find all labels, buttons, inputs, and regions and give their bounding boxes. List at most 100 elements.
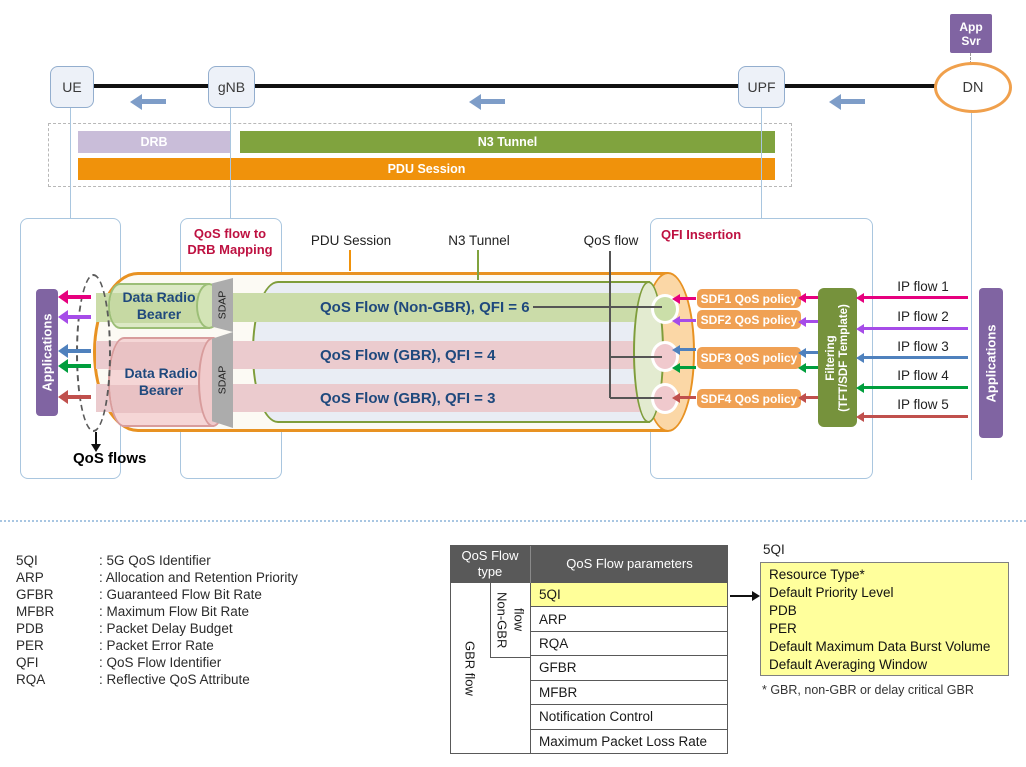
drb-bottom-stripe-1: [110, 342, 212, 370]
5qi-detail-line: Default Maximum Data Burst Volume: [769, 639, 991, 654]
drb-top-text: Data Radio Bearer: [122, 289, 196, 322]
dn-connector-line: [971, 107, 972, 480]
sdf3-label: SDF3 QoS policy: [700, 351, 798, 365]
ue-flow3-arrow: [68, 349, 91, 353]
table-to-5qi-detail-arrow: [730, 595, 752, 597]
qos-flow-label-qfi6: QoS Flow (Non-GBR), QFI = 6: [320, 299, 530, 316]
data-radio-bearer-tube-top: [108, 283, 210, 329]
table-header-parameters: QoS Flow parameters: [530, 545, 728, 583]
legend-term: PER: [16, 638, 44, 653]
qos-flow-pointer-label: QoS flow: [583, 233, 639, 248]
ue-flow5-arrow: [68, 395, 91, 399]
5qi-detail-line: PDB: [769, 603, 797, 618]
legend-row: GFBR : Guaranteed Flow Bit Rate: [16, 587, 298, 604]
appsvr-dn-dashed-line: [970, 53, 971, 64]
sdf3-to-flow-arrow-green: [680, 366, 696, 369]
table-row-rqa: RQA: [531, 631, 728, 657]
legend-term: ARP: [16, 570, 44, 585]
legend-term: PDB: [16, 621, 44, 636]
sdf4-label: SDF4 QoS policy: [700, 391, 798, 406]
app-server-box: App Svr: [950, 14, 992, 53]
applications-right-label: Applications: [983, 323, 999, 403]
qos-flow-leader-3: [610, 397, 662, 399]
pdu-session-bar: PDU Session: [78, 158, 775, 180]
sdf2-policy-box: SDF2 QoS policy: [697, 310, 801, 329]
legend-def: : Guaranteed Flow Bit Rate: [99, 587, 262, 602]
drb-bar-label: DRB: [140, 135, 168, 149]
ip-flow-4-label: IP flow 4: [897, 368, 949, 383]
cell-mfbr: MFBR: [539, 684, 578, 700]
drb-bar: DRB: [78, 131, 230, 153]
filtering-line2: (TFT/SDF Template): [837, 303, 850, 412]
cell-rqa: RQA: [539, 636, 569, 652]
node-ue-label: UE: [62, 79, 82, 95]
filtering-bar: Filtering (TFT/SDF Template): [818, 288, 857, 427]
cell-arp: ARP: [539, 611, 567, 627]
drb-top-stripe: [110, 293, 208, 323]
filter-to-sdf3-arrow-blue: [806, 351, 818, 354]
n3-tunnel-bar: N3 Tunnel: [240, 131, 775, 153]
sdf2-label: SDF2 QoS policy: [700, 312, 798, 327]
sdf1-to-flow-arrow: [680, 297, 696, 300]
qos-flow-label-qfi3: QoS Flow (GBR), QFI = 3: [320, 389, 496, 407]
sdf3-policy-box: SDF3 QoS policy: [697, 347, 801, 369]
drb-bottom-stripe-2: [110, 385, 212, 413]
legend-term: RQA: [16, 672, 46, 687]
table-group-non-gbr-cell: Non-GBR flow: [490, 583, 530, 658]
5qi-detail-title: 5QI: [763, 542, 785, 557]
legend-def: : Reflective QoS Attribute: [99, 672, 250, 687]
cell-notification-control: Notification Control: [539, 709, 654, 725]
applications-bar-right: Applications: [979, 288, 1003, 438]
qos-flow-leader-1: [533, 306, 662, 308]
data-radio-bearer-top-label: Data Radio Bearer: [108, 283, 210, 329]
sdf3-to-flow-arrow-blue: [680, 348, 696, 351]
ue-connector-line: [70, 106, 71, 218]
table-parameter-rows: 5QI ARP RQA GFBR MFBR Notification Contr…: [530, 583, 728, 754]
sdf4-to-flow-arrow: [680, 396, 696, 399]
applications-bar-left: Applications: [36, 289, 58, 416]
legend-def: : Allocation and Retention Priority: [99, 570, 298, 585]
ip-flow-4-arrow: [864, 386, 968, 389]
5qi-detail-footnote: * GBR, non-GBR or delay critical GBR: [762, 683, 974, 697]
table-row-5qi: 5QI: [531, 583, 728, 608]
qos-flow-label-qfi4: QoS Flow (GBR), QFI = 4: [320, 346, 496, 364]
downlink-arrow-upf-dn: [841, 99, 865, 104]
ip-flow-1-arrow: [864, 296, 968, 299]
legend-def: : Packet Error Rate: [99, 638, 214, 653]
downlink-arrow-gnb-upf: [481, 99, 505, 104]
table-row-mfbr: MFBR: [531, 680, 728, 706]
gnb-lane-title: QoS flow to DRB Mapping: [187, 226, 273, 257]
table-row-max-packet-loss: Maximum Packet Loss Rate: [531, 729, 728, 754]
filter-to-sdf1-arrow: [806, 296, 818, 299]
table-row-arp: ARP: [531, 607, 728, 632]
table-header-flow-type: QoS Flow type: [450, 545, 530, 583]
filter-to-sdf2-arrow: [806, 320, 818, 323]
filtering-label: Filtering (TFT/SDF Template): [825, 304, 851, 412]
legend-row: QFI: QoS Flow Identifier: [16, 655, 298, 672]
legend-row: PDB : Packet Delay Budget: [16, 621, 298, 638]
app-server-label: App Svr: [959, 19, 983, 48]
node-gnb: gNB: [208, 66, 255, 108]
5qi-detail-line: Resource Type*: [769, 567, 865, 582]
applications-left-label: Applications: [39, 313, 55, 392]
sdap-block-top: SDAP: [212, 278, 233, 332]
sdap-top-label: SDAP: [216, 290, 229, 320]
legend-def: : Packet Delay Budget: [99, 621, 233, 636]
legend-term: QFI: [16, 655, 39, 670]
cell-5qi: 5QI: [539, 587, 561, 603]
upf-connector-line: [761, 106, 762, 218]
5qi-detail-line: PER: [769, 621, 797, 636]
legend-term: MFBR: [16, 604, 55, 619]
table-header-flow-type-label: QoS Flow type: [461, 548, 519, 579]
legend-row: ARP : Allocation and Retention Priority: [16, 570, 298, 587]
filtering-line1: Filtering: [824, 334, 837, 381]
session-scope-dashed-box: [48, 123, 792, 187]
legend-row: RQA : Reflective QoS Attribute: [16, 672, 298, 689]
legend-def: : 5G QoS Identifier: [99, 553, 211, 568]
legend-term: GFBR: [16, 587, 54, 602]
non-gbr-flow-group-label: Non-GBR flow: [494, 591, 527, 649]
qos-flows-dashed-ellipse: [76, 274, 111, 432]
table-row-gfbr: GFBR: [531, 656, 728, 681]
qos-flow-leader-vertical: [609, 251, 611, 398]
